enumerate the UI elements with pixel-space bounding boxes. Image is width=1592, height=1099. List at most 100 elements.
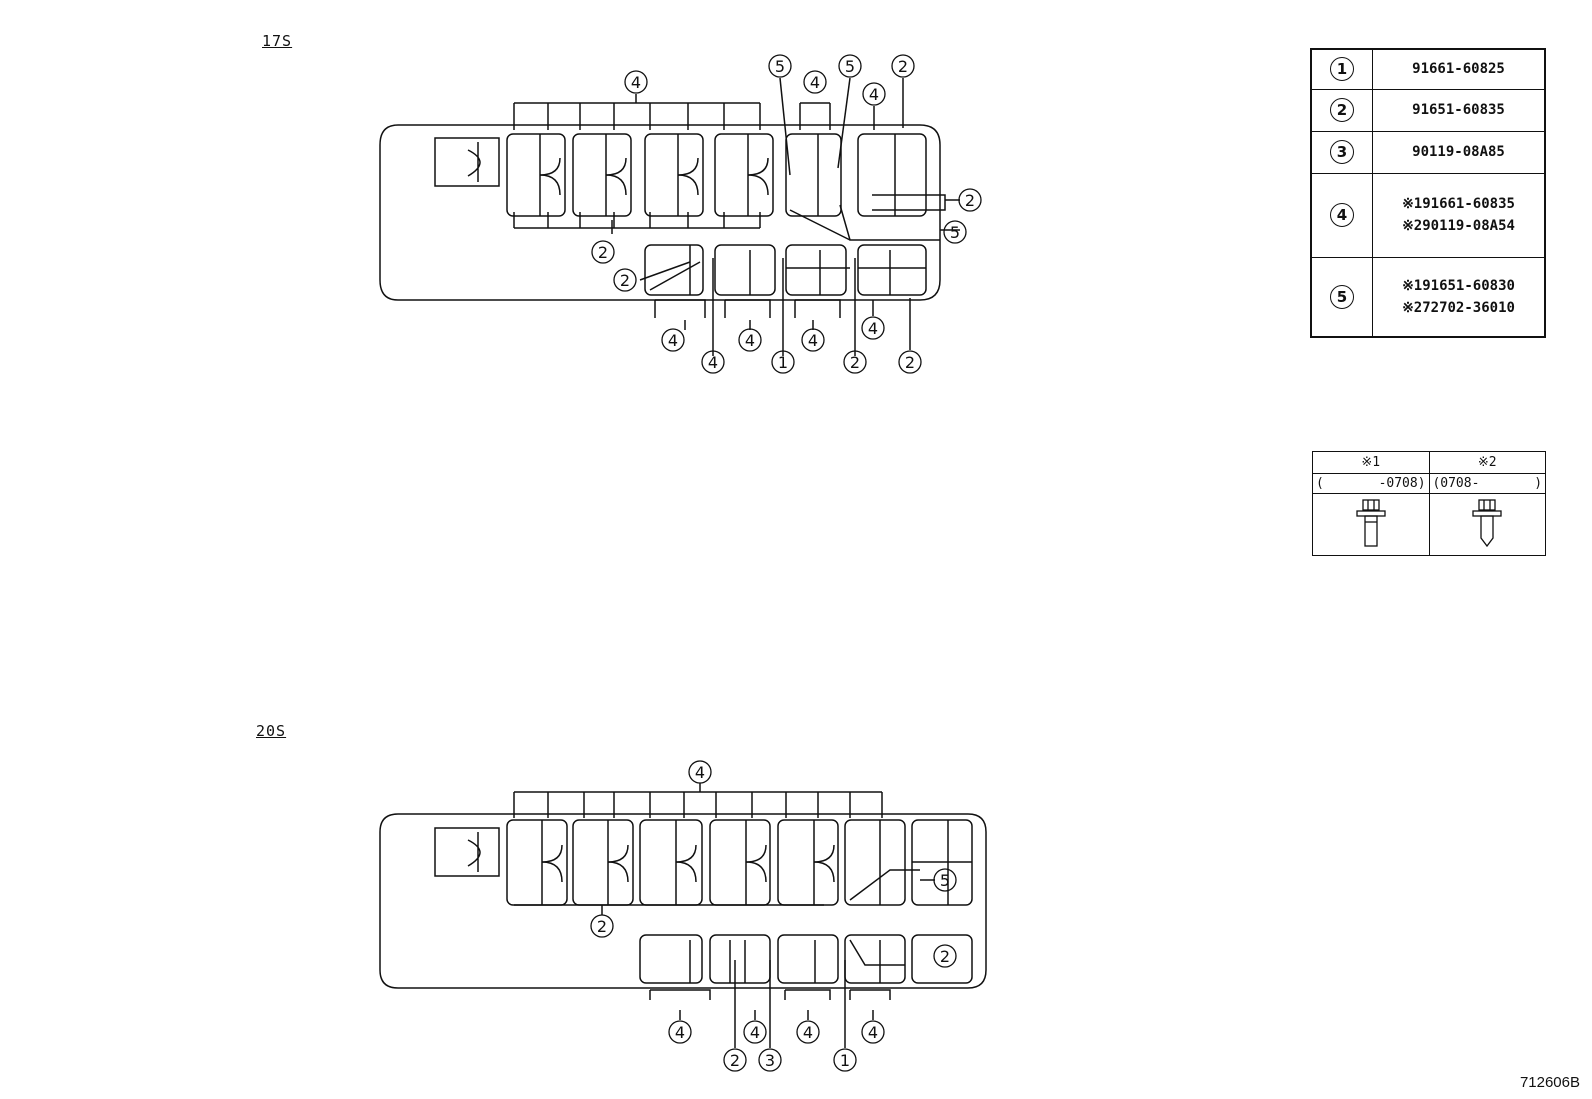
bolt-washer-icon bbox=[1356, 498, 1386, 547]
svg-text:4: 4 bbox=[810, 73, 820, 92]
svg-text:5: 5 bbox=[950, 223, 960, 242]
seat-row-bottom-17s bbox=[644, 244, 927, 296]
part-number-badge: 5 bbox=[1330, 284, 1354, 309]
seat bbox=[777, 819, 839, 906]
callout-2: 2 bbox=[723, 1048, 747, 1072]
seat bbox=[709, 819, 771, 906]
legend-range-2: (0708- ) bbox=[1428, 473, 1546, 494]
seat bbox=[644, 133, 704, 217]
legend-header-2: ※2 bbox=[1428, 451, 1546, 474]
parts-row-4: 4 ※191661-60835 ※290119-08A54 bbox=[1310, 172, 1546, 258]
part-code: ※290119-08A54 bbox=[1402, 218, 1515, 234]
callout-2: 2 bbox=[958, 188, 982, 212]
seat bbox=[857, 244, 927, 296]
seat-row-bottom-20s bbox=[639, 934, 973, 984]
seat-row-top-20s bbox=[506, 819, 973, 906]
parts-row-2: 2 91651-60835 bbox=[1310, 88, 1546, 132]
svg-text:5: 5 bbox=[845, 57, 855, 76]
callouts-17s: 4 5 4 5 2 4 2 5 2 2 4 4 4 1 4 2 4 2 bbox=[591, 54, 982, 374]
svg-text:4: 4 bbox=[668, 331, 678, 350]
bolt-pin-icon bbox=[1472, 498, 1502, 547]
svg-text:4: 4 bbox=[675, 1023, 685, 1042]
seat bbox=[644, 244, 704, 296]
callout-4: 4 bbox=[624, 70, 648, 94]
seat bbox=[785, 133, 842, 217]
svg-text:4: 4 bbox=[708, 353, 718, 372]
callout-5: 5 bbox=[768, 54, 792, 78]
callout-4: 4 bbox=[688, 760, 712, 784]
seat bbox=[911, 934, 973, 984]
parts-row-3: 3 90119-08A85 bbox=[1310, 130, 1546, 174]
floor-outline-20s bbox=[379, 813, 987, 989]
callout-4: 4 bbox=[862, 82, 886, 106]
svg-text:1: 1 bbox=[778, 353, 788, 372]
svg-text:4: 4 bbox=[808, 331, 818, 350]
parts-table: 1 91661-60825 2 91651-60835 3 90119-08A8… bbox=[1310, 48, 1546, 338]
callout-4: 4 bbox=[796, 1020, 820, 1044]
svg-text:2: 2 bbox=[905, 353, 915, 372]
callout-2: 2 bbox=[898, 350, 922, 374]
svg-text:2: 2 bbox=[730, 1051, 740, 1070]
legend-header-1: ※1 bbox=[1312, 451, 1430, 474]
svg-text:4: 4 bbox=[631, 73, 641, 92]
svg-text:2: 2 bbox=[620, 271, 630, 290]
callouts-20s: 4 2 5 2 4 4 2 3 4 1 4 bbox=[590, 760, 957, 1072]
svg-text:4: 4 bbox=[869, 85, 879, 104]
drawing-number: 712606B bbox=[1519, 1074, 1580, 1091]
floor-outline-17s bbox=[379, 124, 941, 301]
part-number-badge: 1 bbox=[1330, 57, 1354, 82]
svg-text:3: 3 bbox=[765, 1051, 775, 1070]
part-number-badge: 2 bbox=[1330, 98, 1354, 122]
callout-4: 4 bbox=[738, 328, 762, 352]
legend-range-1: ( -0708) bbox=[1312, 473, 1430, 494]
part-code: ※191651-60830 bbox=[1402, 277, 1515, 294]
seat bbox=[506, 133, 566, 217]
layout-20s bbox=[379, 783, 987, 1048]
callout-2: 2 bbox=[843, 350, 867, 374]
section-label-17s: 17S bbox=[262, 32, 293, 50]
seat bbox=[714, 244, 776, 296]
callout-4: 4 bbox=[701, 350, 725, 374]
callout-2: 2 bbox=[590, 914, 614, 938]
parts-row-1: 1 91661-60825 bbox=[1310, 48, 1546, 90]
driver-box-20s bbox=[434, 827, 500, 877]
svg-text:2: 2 bbox=[597, 917, 607, 936]
seat bbox=[506, 819, 568, 906]
callout-1: 1 bbox=[833, 1048, 857, 1072]
callout-2: 2 bbox=[891, 54, 915, 78]
svg-text:4: 4 bbox=[695, 763, 705, 782]
part-code: 91661-60825 bbox=[1372, 48, 1546, 90]
callout-2: 2 bbox=[591, 240, 615, 264]
callout-1: 1 bbox=[771, 350, 795, 374]
part-number-badge: 4 bbox=[1330, 203, 1354, 227]
callout-2: 2 bbox=[933, 944, 957, 968]
svg-text:1: 1 bbox=[840, 1051, 850, 1070]
seat bbox=[844, 934, 906, 984]
callout-4: 4 bbox=[801, 328, 825, 352]
seat-row-top-17s bbox=[506, 133, 946, 217]
callout-4: 4 bbox=[743, 1020, 767, 1044]
svg-text:4: 4 bbox=[745, 331, 755, 350]
callout-2: 2 bbox=[613, 268, 637, 292]
seat bbox=[639, 934, 703, 984]
callout-4: 4 bbox=[803, 70, 827, 94]
callout-4: 4 bbox=[661, 328, 685, 352]
callout-5: 5 bbox=[838, 54, 862, 78]
svg-text:4: 4 bbox=[803, 1023, 813, 1042]
callout-3: 3 bbox=[758, 1048, 782, 1072]
callout-5: 5 bbox=[933, 868, 957, 892]
driver-box-17s bbox=[434, 137, 500, 187]
callout-4: 4 bbox=[668, 1020, 692, 1044]
svg-text:2: 2 bbox=[598, 243, 608, 262]
callout-4: 4 bbox=[861, 1020, 885, 1044]
legend-table: ※1 ※2 ( -0708) (0708- ) bbox=[1312, 451, 1546, 556]
callout-5: 5 bbox=[943, 220, 967, 244]
svg-text:5: 5 bbox=[775, 57, 785, 76]
svg-text:2: 2 bbox=[850, 353, 860, 372]
svg-text:5: 5 bbox=[940, 871, 950, 890]
seat bbox=[572, 819, 634, 906]
part-code: ※191661-60835 bbox=[1402, 196, 1515, 212]
seat bbox=[777, 934, 839, 984]
svg-text:4: 4 bbox=[868, 1023, 878, 1042]
